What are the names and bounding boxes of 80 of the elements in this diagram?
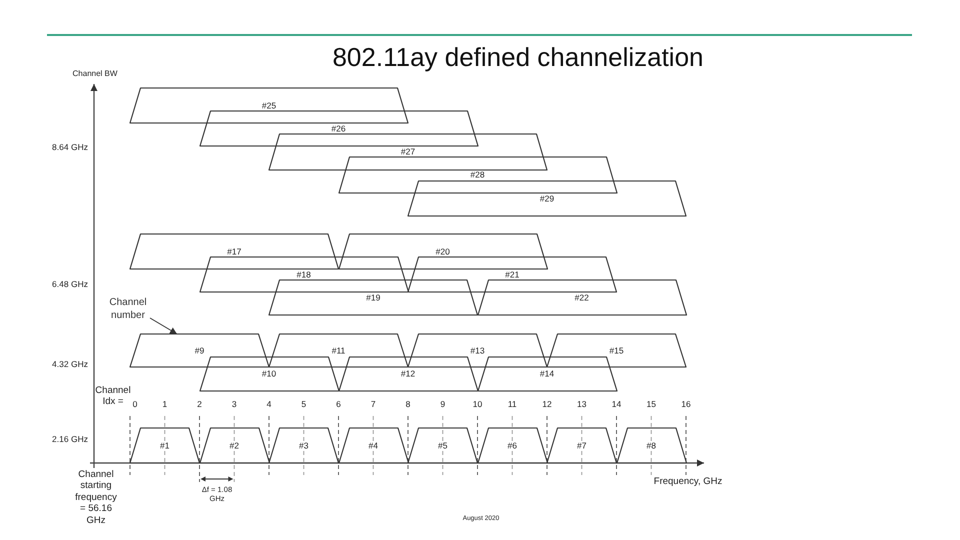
channel-label: #28 [469, 170, 486, 180]
channel-trapezoid [130, 88, 408, 123]
axis-tick-label: 4.32 GHz [51, 359, 89, 370]
index-number: 13 [576, 399, 588, 410]
channel-trapezoid [200, 357, 338, 391]
channel-trapezoid [269, 280, 478, 315]
channel-trapezoid [408, 428, 478, 463]
index-number: 8 [404, 399, 412, 410]
channel-label: #4 [368, 441, 379, 450]
channel-trapezoid [478, 357, 616, 391]
channel-trapezoid [130, 334, 269, 367]
channel-label: #10 [260, 370, 278, 378]
index-number: 10 [472, 399, 484, 410]
channel-trapezoid [269, 134, 547, 170]
channel-trapezoid [338, 428, 408, 463]
axis-tick-label: 8.64 GHz [51, 142, 89, 152]
channel-label: #20 [434, 247, 451, 256]
channel-trapezoid [338, 234, 547, 269]
channel-label: #6 [506, 441, 518, 450]
channel-trapezoid [408, 181, 686, 216]
channel-label: #8 [646, 441, 657, 450]
leader-arrow [150, 318, 178, 334]
channel-label: #7 [576, 441, 588, 450]
index-number: 2 [196, 399, 203, 410]
axis-title: Frequency, GHz [652, 476, 724, 488]
index-number: 9 [439, 399, 446, 410]
axis-title: Channel BW [72, 69, 118, 79]
index-number: 5 [300, 399, 308, 410]
index-number: 1 [161, 399, 168, 410]
channel-label: #11 [330, 346, 346, 355]
channel-label: #13 [469, 346, 486, 355]
channel-label: #26 [330, 124, 347, 133]
channel-trapezoid [408, 334, 547, 367]
channel-trapezoid [269, 334, 408, 367]
channel-trapezoid [547, 428, 616, 463]
index-number: 4 [266, 399, 272, 410]
channel-label: #22 [574, 293, 590, 302]
index-number: 3 [230, 399, 238, 410]
callout-text: Channel number [106, 296, 150, 322]
channel-label: #15 [608, 346, 625, 355]
channel-trapezoid [200, 257, 408, 292]
channel-label: #27 [400, 148, 416, 156]
index-number: 6 [335, 399, 342, 410]
slide-title: 802.11ay defined channelization [331, 42, 705, 72]
channel-trapezoid [547, 334, 686, 367]
index-number: 11 [506, 399, 518, 410]
channel-trapezoid [616, 428, 686, 463]
channel-trapezoid [408, 257, 616, 292]
axis-note: Channel starting frequency = 56.16 GHz [74, 469, 118, 526]
index-number: 0 [132, 399, 138, 410]
row-label: Channel Idx = [95, 385, 131, 408]
channel-label: #12 [400, 370, 416, 378]
channel-trapezoid [338, 357, 478, 391]
channel-label: #21 [504, 270, 520, 279]
channel-trapezoid [478, 428, 547, 463]
channel-label: #17 [226, 247, 242, 256]
channel-trapezoid [200, 111, 478, 146]
index-number: 12 [541, 399, 553, 410]
channel-trapezoid [269, 428, 338, 463]
channel-label: #19 [365, 293, 382, 302]
channel-label: #18 [296, 270, 312, 279]
channel-trapezoid [200, 428, 269, 463]
index-number: 15 [646, 399, 657, 410]
channel-label: #25 [260, 101, 278, 110]
channel-label: #9 [194, 346, 206, 355]
channel-trapezoid [338, 157, 616, 193]
axis-tick-label: 2.16 GHz [51, 434, 89, 444]
channel-trapezoid [130, 234, 338, 269]
channel-label: #3 [298, 441, 310, 450]
channel-label: #2 [228, 441, 240, 450]
axis-tick-label: 6.48 GHz [51, 279, 89, 290]
channel-label: #14 [538, 370, 556, 378]
channel-label: #5 [437, 441, 448, 450]
index-number: 16 [680, 399, 692, 410]
index-number: 14 [610, 399, 622, 410]
channel-label: #29 [538, 194, 556, 203]
channel-label: #1 [159, 441, 170, 450]
index-number: 7 [370, 399, 377, 410]
channel-trapezoid [130, 428, 200, 463]
channel-trapezoid [478, 280, 686, 315]
